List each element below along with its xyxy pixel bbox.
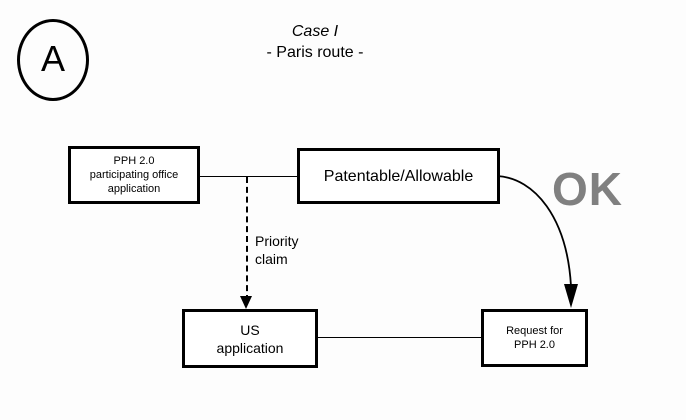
ok-annotation: OK xyxy=(552,163,623,215)
node-label: Patentable/Allowable xyxy=(323,167,474,185)
title-subtitle: - Paris route - xyxy=(266,44,364,61)
node-request-for-pph: Request for PPH 2.0 xyxy=(481,309,588,367)
node-us-application: US application xyxy=(182,309,318,368)
case-badge-a: A xyxy=(17,19,89,101)
arrowhead-priority-claim-icon xyxy=(240,296,252,309)
connector-office-to-patentable xyxy=(200,176,297,177)
case-badge-label: A xyxy=(40,38,65,79)
node-label: PPH 2.0 participating office application xyxy=(89,155,179,195)
connector-us-to-request xyxy=(318,337,481,338)
node-label: Request for PPH 2.0 xyxy=(506,325,563,351)
node-pph-participating-office: PPH 2.0 participating office application xyxy=(68,146,200,204)
node-patentable-allowable: Patentable/Allowable xyxy=(297,148,500,204)
figure-title: Case I - Paris route - xyxy=(215,22,415,64)
node-label: US application xyxy=(216,321,284,356)
title-main: Case I xyxy=(291,23,339,40)
connector-priority-claim-line xyxy=(246,177,248,301)
connector-patentable-to-request-icon xyxy=(496,175,578,308)
edge-label-priority-claim: Priority claim xyxy=(255,233,299,267)
